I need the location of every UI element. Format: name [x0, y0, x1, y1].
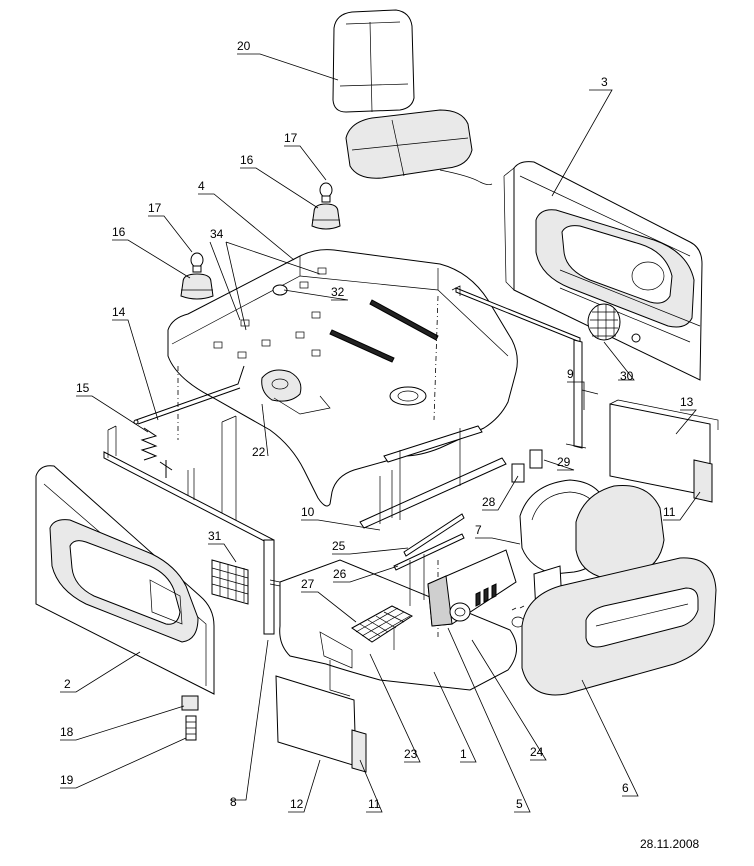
callout-18: 18 [60, 725, 74, 739]
callout-3: 3 [601, 75, 608, 89]
callouts: 20 3 17 16 4 17 16 34 32 14 15 30 9 13 2… [60, 39, 694, 811]
callout-15: 15 [76, 381, 90, 395]
callout-17-right: 17 [284, 131, 298, 145]
counterweight [521, 557, 717, 696]
frame-left [103, 425, 291, 635]
gas-strut [133, 365, 245, 425]
beacon-left [180, 252, 214, 300]
panel-13 [609, 399, 719, 503]
callout-16-left: 16 [112, 225, 126, 239]
callout-6: 6 [622, 781, 629, 795]
callout-12: 12 [290, 797, 304, 811]
spring [140, 427, 173, 478]
callout-17-left: 17 [148, 201, 162, 215]
leader-lines [60, 53, 701, 813]
drawing-date: 28.11.2008 [640, 837, 699, 851]
panel-12 [275, 675, 367, 773]
callout-8: 8 [230, 795, 237, 809]
left-door [35, 465, 249, 695]
console [427, 549, 525, 628]
right-door [503, 161, 703, 381]
callout-29: 29 [557, 455, 571, 469]
callout-2: 2 [64, 677, 71, 691]
callout-24: 24 [530, 745, 544, 759]
base-floor [279, 425, 517, 697]
callout-14: 14 [112, 305, 126, 319]
callout-27: 27 [301, 577, 315, 591]
callout-9: 9 [567, 367, 574, 381]
callout-1: 1 [460, 747, 467, 761]
bracket [451, 285, 599, 449]
rubber-buffer [181, 695, 199, 741]
callout-31: 31 [208, 529, 222, 543]
callout-26: 26 [333, 567, 347, 581]
stickers [511, 449, 543, 483]
callout-30: 30 [620, 369, 634, 383]
callout-34: 34 [210, 227, 224, 241]
callout-22: 22 [252, 445, 266, 459]
callout-11-top: 11 [663, 505, 676, 519]
callout-16-right: 16 [240, 153, 254, 167]
beacon-right [311, 182, 341, 230]
callout-4: 4 [198, 179, 205, 193]
callout-23: 23 [404, 747, 418, 761]
callout-13: 13 [680, 395, 694, 409]
callout-11-bottom: 11 [368, 797, 381, 811]
callout-32: 32 [331, 285, 345, 299]
callout-19: 19 [60, 773, 74, 787]
callout-20: 20 [237, 39, 251, 53]
callout-10: 10 [301, 505, 315, 519]
callout-25: 25 [332, 539, 346, 553]
callout-5: 5 [516, 797, 523, 811]
callout-7: 7 [475, 523, 482, 537]
seat-part [332, 9, 493, 186]
callout-28: 28 [482, 495, 496, 509]
